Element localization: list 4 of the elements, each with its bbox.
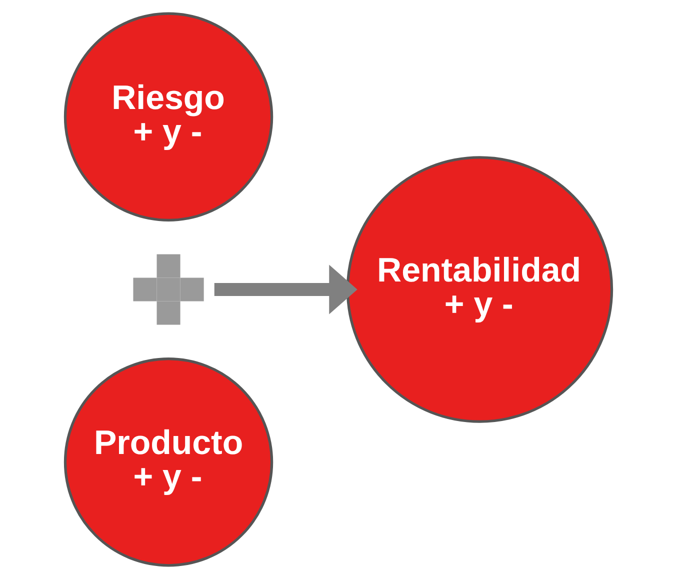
- node-circle: Riesgo + y -: [63, 12, 273, 222]
- node-circle: Producto + y -: [63, 358, 273, 567]
- arrow: [214, 264, 357, 314]
- node-circle: Rentabilidad + y -: [346, 156, 613, 423]
